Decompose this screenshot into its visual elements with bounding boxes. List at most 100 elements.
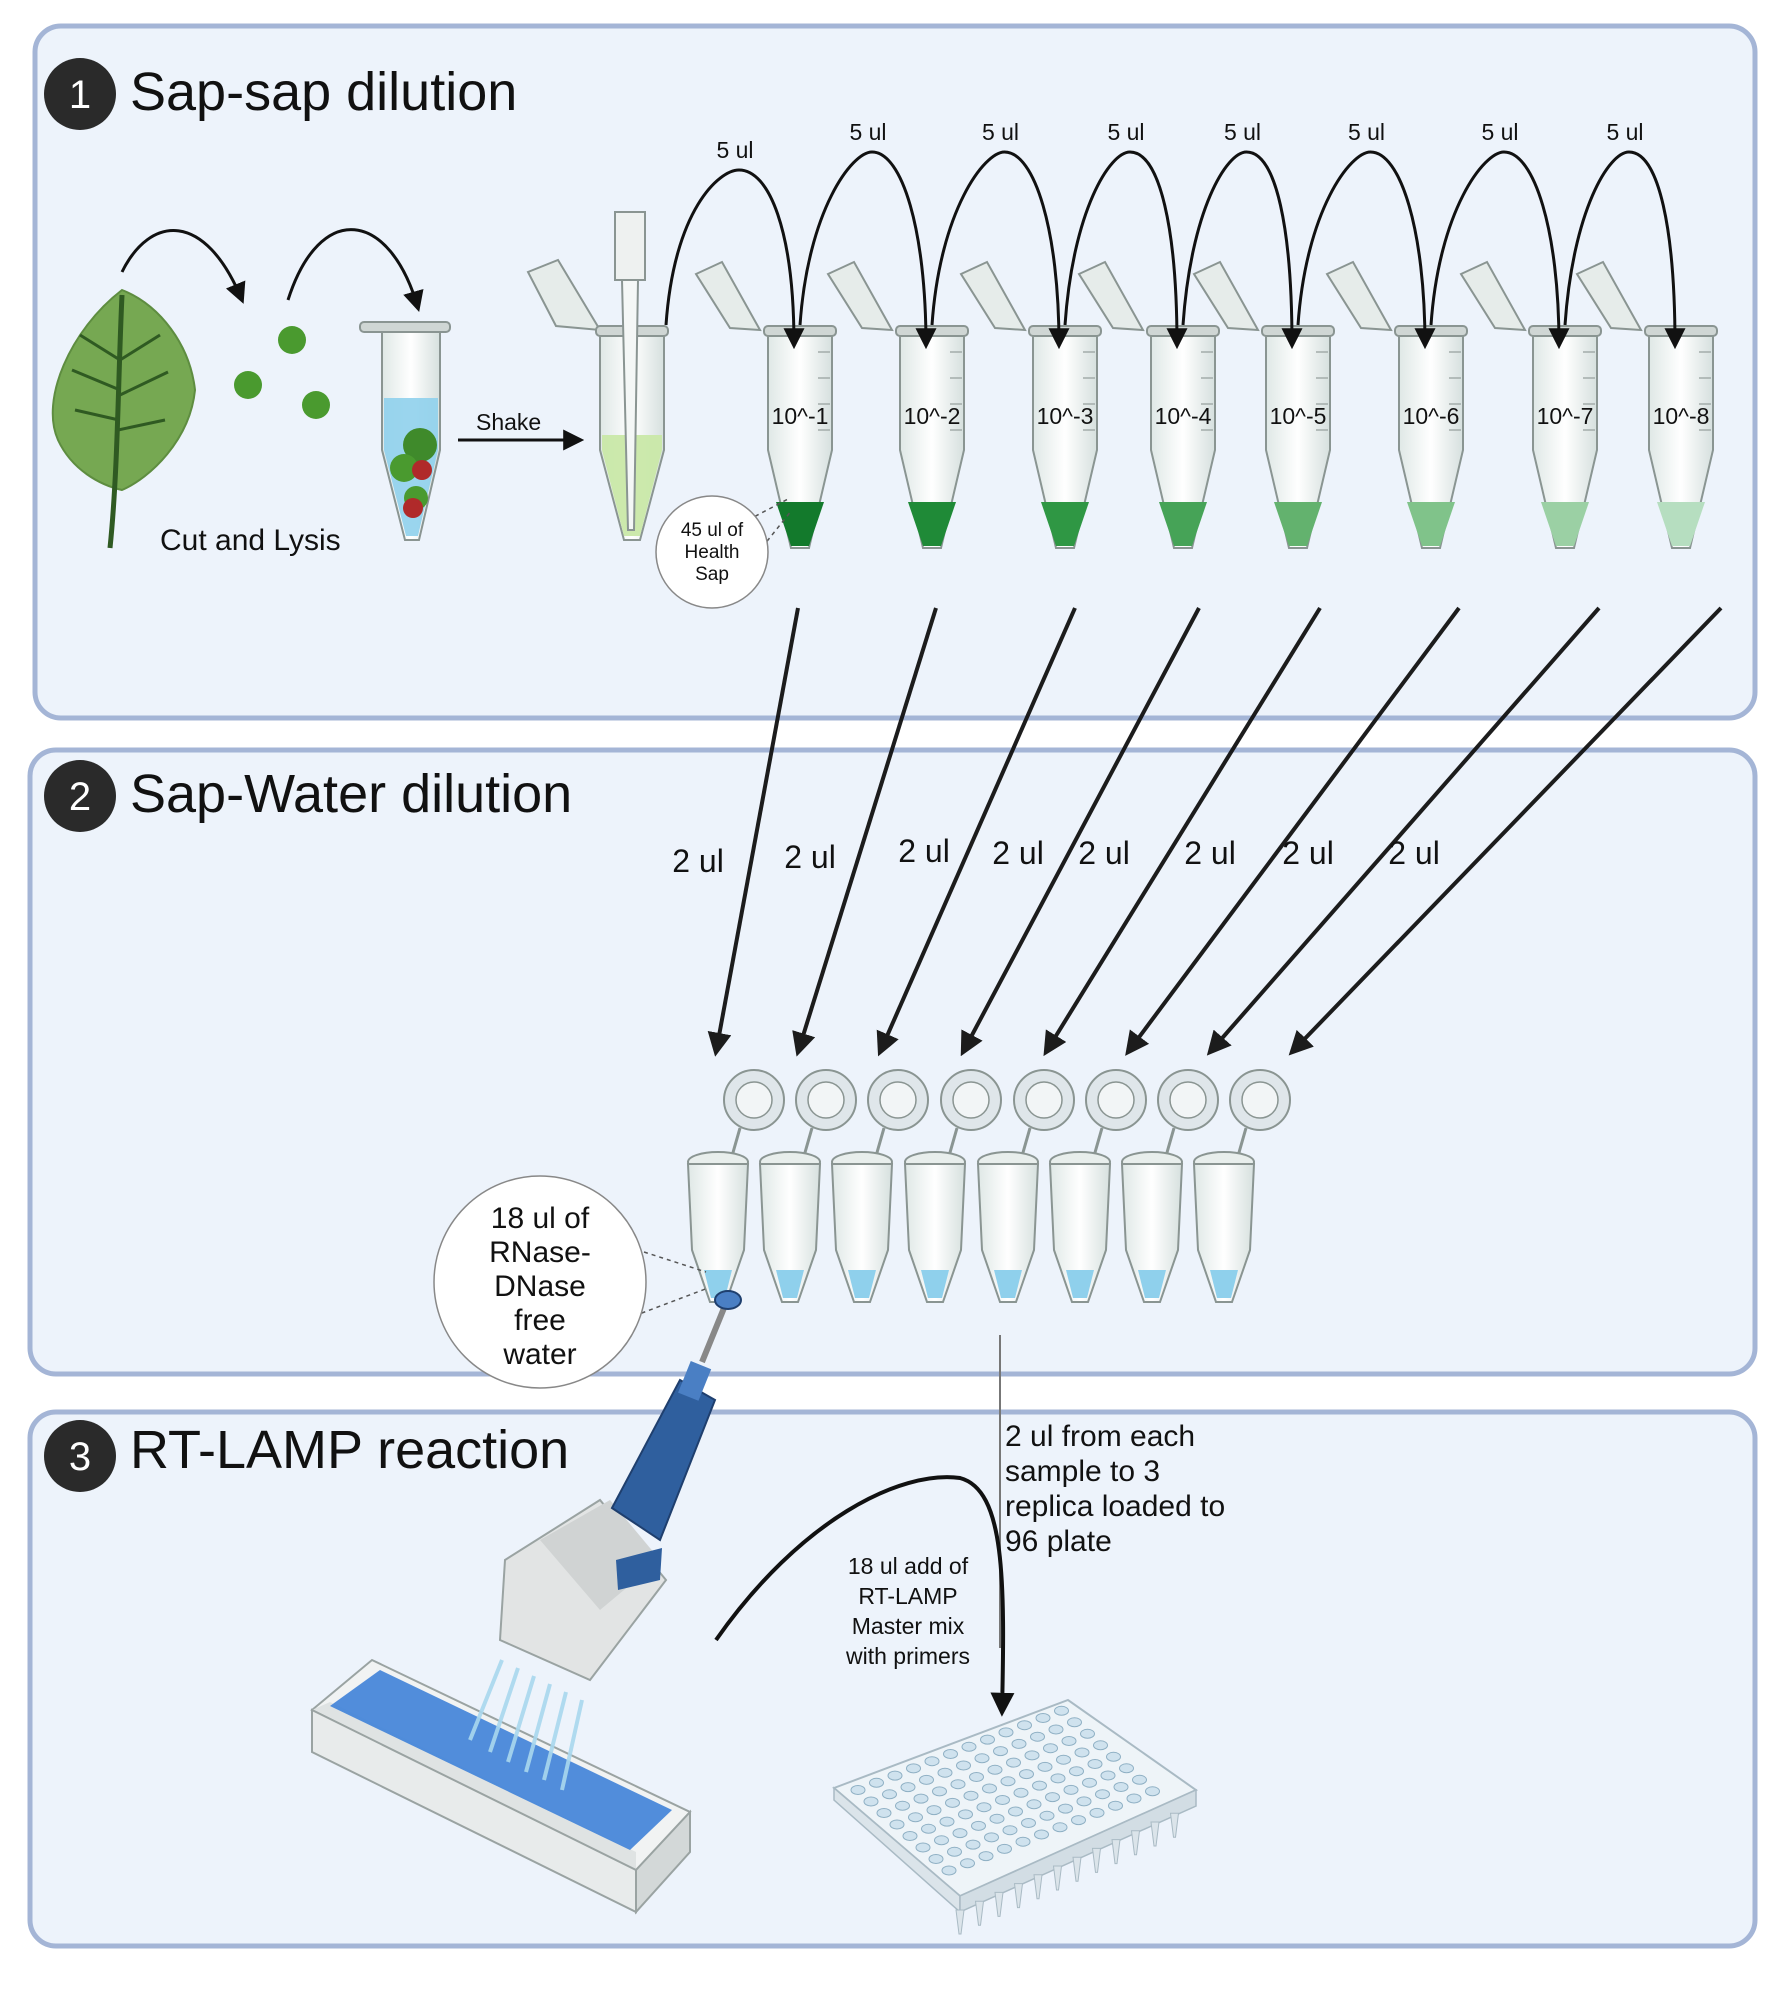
dilution-label: 10^-8: [1653, 403, 1710, 429]
master-mix-arrow: [714, 1475, 1015, 1717]
five-ul-label: 5 ul: [1348, 119, 1385, 145]
dilution-tube-icon: [1077, 260, 1220, 549]
health-sap-callout: 45 ul of Health Sap: [655, 495, 793, 609]
96-well-plate-icon: [832, 1698, 1199, 1935]
sample-note-line-4: 96 plate: [1005, 1525, 1112, 1558]
five-ul-label: 5 ul: [1606, 119, 1643, 145]
leaf-icon: [51, 288, 197, 549]
step-badge-2: [44, 760, 116, 832]
water-line-4: free: [514, 1304, 566, 1337]
sample-note-line-1: 2 ul from each: [1005, 1420, 1195, 1453]
reservoir-icon: [310, 1658, 692, 1915]
water-callout: 18 ul of RNase- DNase free water: [433, 1175, 709, 1389]
health-sap-line-3: Sap: [695, 564, 729, 585]
strip-tube: [686, 1069, 785, 1303]
strip-tube: [1120, 1069, 1219, 1303]
five-ul-label: 5 ul: [1224, 119, 1261, 145]
lysis-arrow: [286, 228, 424, 313]
dilution-label: 10^-7: [1537, 403, 1594, 429]
strip-tube: [1192, 1069, 1291, 1303]
two-ul-label: 2 ul: [784, 839, 836, 875]
five-ul-label: 5 ul: [1107, 119, 1144, 145]
strip-tube: [1048, 1069, 1147, 1303]
mix-note-line-3: Master mix: [852, 1613, 965, 1639]
two-ul-arrow: [1288, 606, 1723, 1056]
water-line-3: DNase: [494, 1270, 586, 1303]
health-sap-line-2: Health: [685, 542, 740, 563]
two-ul-label: 2 ul: [1078, 835, 1130, 871]
five-ul-label: 5 ul: [716, 137, 753, 163]
panel-1: 1 Sap-sap dilution: [32, 23, 1758, 721]
five-ul-arrow: [1063, 150, 1188, 350]
five-ul-arrow: [1296, 150, 1436, 350]
dilution-tube-icon: [1192, 260, 1335, 549]
strip-tube: [758, 1069, 857, 1303]
five-ul-arrow: [664, 168, 805, 350]
five-ul-arrow: [798, 150, 937, 350]
pcr-strip-icon: [686, 1069, 1291, 1303]
panel-title-1: Sap-sap dilution: [130, 62, 517, 122]
two-ul-arrow: [792, 607, 938, 1057]
strip-tube: [903, 1069, 1002, 1303]
panel-title-2: Sap-Water dilution: [130, 764, 572, 824]
step-number-1: 1: [69, 73, 91, 117]
water-line-5: water: [502, 1338, 576, 1371]
five-ul-arrow: [1181, 150, 1303, 350]
dilution-label: 10^-4: [1155, 403, 1212, 429]
water-line-1: 18 ul of: [491, 1202, 590, 1235]
dilution-tube-icon: [1575, 260, 1718, 549]
dilution-tube-icon: [826, 260, 969, 549]
two-ul-arrow: [876, 607, 1077, 1057]
serial-transfer-arrows: [664, 150, 1686, 350]
step-number-2: 2: [69, 775, 91, 819]
strip-tube: [830, 1069, 929, 1303]
five-ul-label: 5 ul: [1481, 119, 1518, 145]
sap-to-water-arrows: [707, 606, 1723, 1057]
dilution-tube-icon: [1325, 260, 1468, 549]
panel-title-3: RT-LAMP reaction: [130, 1420, 569, 1480]
dilution-tube-icon: [959, 260, 1102, 549]
two-ul-arrow: [1125, 606, 1461, 1056]
cut-arrow: [120, 229, 246, 304]
two-ul-arrow: [707, 607, 800, 1057]
multichannel-pipette-icon: [468, 1290, 742, 1791]
dilution-label: 10^-2: [904, 403, 961, 429]
five-ul-label: 5 ul: [982, 119, 1019, 145]
five-ul-arrow: [1429, 150, 1570, 350]
two-ul-arrow: [1206, 606, 1601, 1056]
leaf-discs: [234, 326, 330, 419]
homogenized-sap-tube-icon: [526, 211, 669, 541]
panel-3: 3 RT-LAMP reaction: [27, 1409, 1758, 1949]
strip-tube: [976, 1069, 1075, 1303]
health-sap-line-1: 45 ul of: [681, 520, 744, 541]
two-ul-arrow: [1043, 606, 1322, 1057]
step-number-3: 3: [69, 1435, 91, 1479]
two-ul-label: 2 ul: [1184, 835, 1236, 871]
panel-2: 2 Sap-Water dilution: [27, 747, 1758, 1377]
dilution-tube-icon: [694, 260, 837, 549]
sample-note-line-3: replica loaded to: [1005, 1490, 1225, 1523]
water-line-2: RNase-: [489, 1236, 591, 1269]
dilution-series: [694, 260, 1718, 549]
step-badge-3: [44, 1420, 116, 1492]
two-ul-label: 2 ul: [898, 833, 950, 869]
mix-note-line-4: with primers: [845, 1643, 970, 1669]
two-ul-label: 2 ul: [1282, 835, 1334, 871]
lysis-tube-icon: [359, 321, 451, 541]
five-ul-arrow: [930, 150, 1070, 350]
two-ul-label: 2 ul: [672, 843, 724, 879]
dilution-label: 10^-6: [1403, 403, 1460, 429]
mix-note-line-1: 18 ul add of: [848, 1553, 969, 1579]
five-ul-label: 5 ul: [849, 119, 886, 145]
five-ul-arrow: [1563, 150, 1686, 350]
dilution-label: 10^-5: [1270, 403, 1327, 429]
mix-note-line-2: RT-LAMP: [858, 1583, 957, 1609]
dilution-label: 10^-1: [772, 403, 829, 429]
shake-label: Shake: [476, 409, 541, 435]
sample-note-line-2: sample to 3: [1005, 1455, 1160, 1488]
cut-lysis-label: Cut and Lysis: [160, 524, 341, 557]
